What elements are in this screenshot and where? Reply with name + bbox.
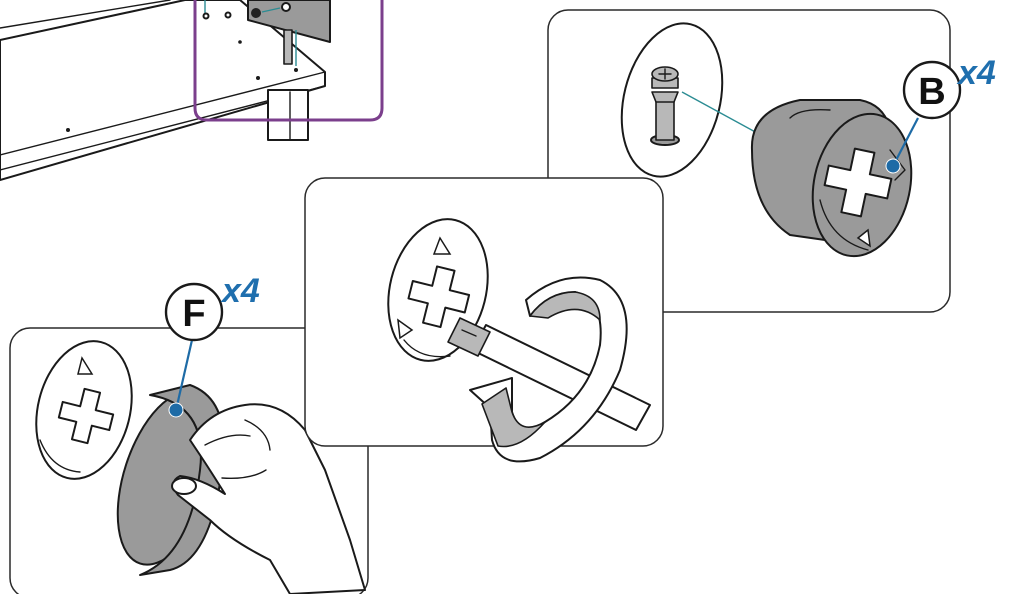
panel-screwdriver — [305, 178, 663, 461]
part-letter-f: F — [182, 293, 205, 335]
part-quantity-b: x4 — [956, 54, 996, 92]
cam-bolt — [284, 30, 292, 64]
cabinet-leg — [268, 90, 308, 140]
callout-dot-f — [169, 403, 183, 417]
part-quantity-f: x4 — [220, 272, 260, 310]
callout-dot-b — [886, 159, 900, 173]
part-letter-b: B — [918, 71, 945, 113]
